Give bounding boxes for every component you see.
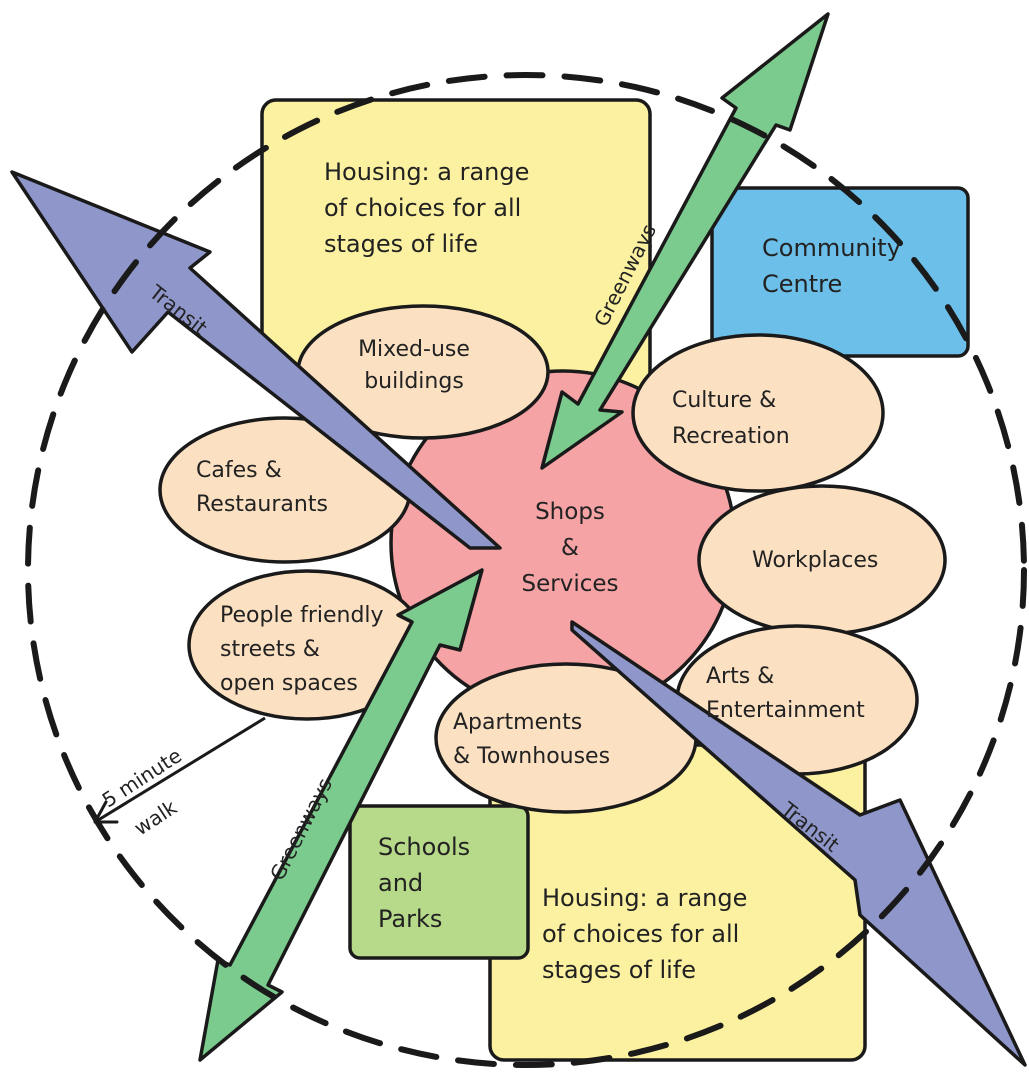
schools-parks-line-1: Schools [378, 833, 470, 861]
greenway-arrow-ne [540, 12, 830, 470]
mixed-use-line-2: buildings [364, 369, 464, 394]
streets-line-3: open spaces [220, 671, 358, 696]
apartments-line-1: Apartments [453, 710, 582, 735]
walk-label-line-2: walk [130, 795, 182, 840]
housing-top-line-3: stages of life [324, 230, 478, 258]
arts-line-2: Entertainment [706, 698, 865, 723]
housing-top-line-1: Housing: a range [324, 158, 529, 186]
mixed-use-line-1: Mixed-use [358, 337, 470, 362]
community-centre-line-2: Centre [762, 270, 842, 298]
walk-label-line-1: 5 minute [98, 743, 186, 812]
culture-line-1: Culture & [672, 388, 776, 413]
schools-parks-block [348, 804, 530, 960]
five-minute-walk-circle [25, 72, 1027, 1068]
oval-culture [631, 333, 885, 493]
community-centre-line-1: Community [762, 234, 901, 262]
workplaces-line-1: Workplaces [752, 548, 878, 573]
housing-bottom-line-2: of choices for all [542, 920, 739, 948]
housing-bottom-line-1: Housing: a range [542, 884, 747, 912]
housing-top-line-2: of choices for all [324, 194, 521, 222]
housing-bottom-line-3: stages of life [542, 956, 696, 984]
culture-line-2: Recreation [672, 424, 790, 449]
streets-line-2: streets & [220, 637, 320, 662]
schools-parks-line-3: Parks [378, 905, 442, 933]
walk-arrowhead-icon [93, 800, 119, 824]
cafes-line-1: Cafes & [196, 458, 282, 483]
schools-parks-line-2: and [378, 869, 423, 897]
arts-line-1: Arts & [706, 664, 774, 689]
transit-arrow-se [570, 620, 1027, 1067]
cafes-line-2: Restaurants [196, 492, 328, 517]
hub-line-1: Shops [535, 499, 605, 525]
hub-line-2: & [561, 535, 579, 561]
walk-arrow-line [94, 716, 266, 824]
hub-line-3: Services [522, 571, 619, 597]
streets-line-1: People friendly [220, 603, 384, 628]
apartments-line-2: & Townhouses [453, 744, 610, 769]
greenway-arrow-sw [198, 568, 484, 1062]
